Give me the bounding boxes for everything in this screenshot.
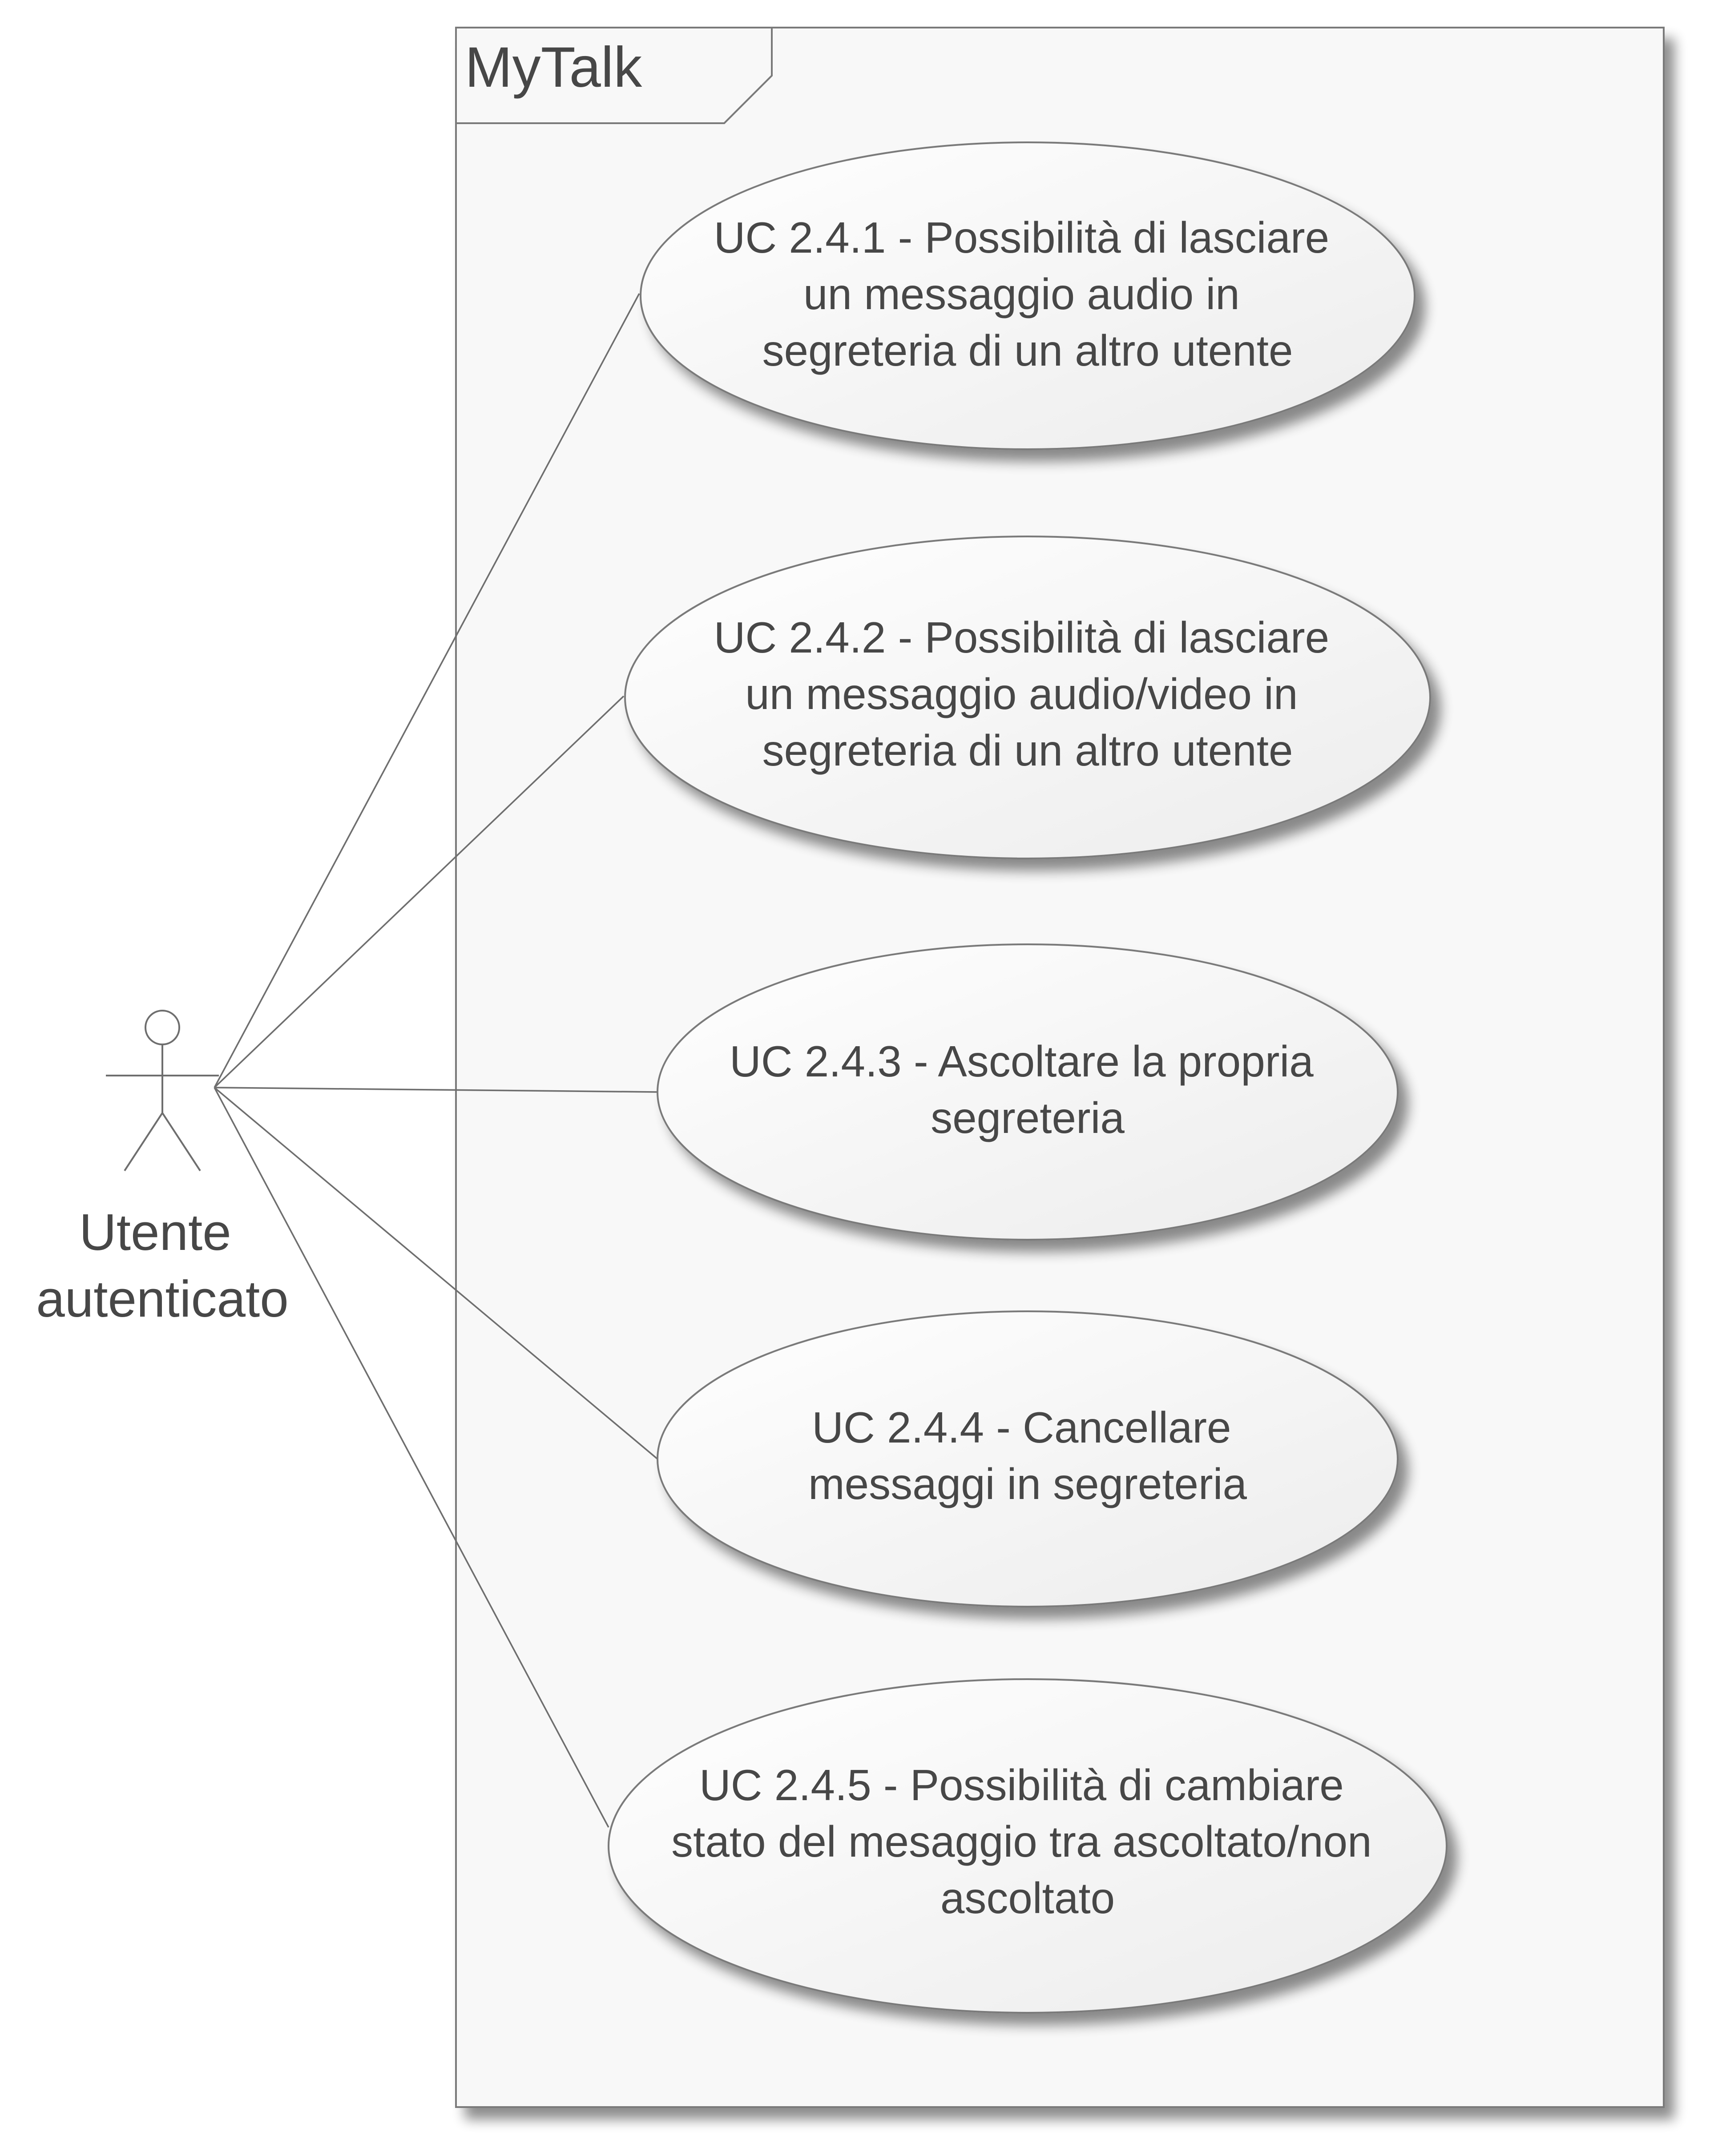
use-case-line: segreteria di un altro utente	[762, 326, 1293, 375]
actor-right-leg	[161, 1112, 201, 1172]
actor-left-leg	[124, 1112, 163, 1172]
association-line-5	[214, 1087, 609, 1828]
use-case-2-4-2[interactable]: UC 2.4.2 - Possibilità di lasciare un me…	[624, 536, 1431, 859]
use-case-2-4-1[interactable]: UC 2.4.1 - Possibilità di lasciare un me…	[640, 141, 1416, 450]
use-case-line: UC 2.4.3 - Ascoltare la propria	[730, 1037, 1314, 1086]
use-case-label: UC 2.4.1 - Possibilità di lasciare un me…	[714, 213, 1342, 375]
use-case-line: segreteria di un altro utente	[762, 726, 1293, 775]
use-case-line: UC 2.4.2 - Possibilità di lasciare	[714, 613, 1329, 662]
use-case-ellipse	[657, 1310, 1399, 1608]
use-case-ellipse	[608, 1678, 1448, 2014]
system-name: MyTalk	[465, 36, 642, 99]
use-case-line: un messaggio audio in	[803, 270, 1240, 318]
association-line-4	[214, 1087, 658, 1460]
actor-utente-autenticato	[106, 1010, 219, 1172]
use-case-line: segreteria	[931, 1093, 1125, 1142]
association-line-1	[214, 293, 640, 1088]
use-case-line: ascoltato	[940, 1874, 1115, 1922]
system-name-tab	[455, 27, 773, 124]
association-line-3	[214, 1087, 658, 1093]
association-line-2	[214, 695, 625, 1088]
actor-name-line: Utente	[79, 1203, 231, 1261]
use-case-ellipse	[624, 536, 1431, 859]
use-case-2-4-4[interactable]: UC 2.4.4 - Cancellare messaggi in segret…	[657, 1310, 1399, 1608]
use-case-2-4-3[interactable]: UC 2.4.3 - Ascoltare la propria segreter…	[657, 943, 1399, 1241]
use-case-2-4-5[interactable]: UC 2.4.5 - Possibilità di cambiare stato…	[608, 1678, 1448, 2014]
use-case-label: UC 2.4.2 - Possibilità di lasciare un me…	[714, 613, 1342, 775]
actor-name-line: autenticato	[36, 1270, 289, 1328]
use-case-label: UC 2.4.5 - Possibilità di cambiare stato…	[671, 1761, 1384, 1922]
use-case-line: UC 2.4.4 - Cancellare	[812, 1403, 1231, 1452]
use-case-line: un messaggio audio/video in	[745, 669, 1298, 718]
actor-head	[145, 1010, 180, 1045]
use-case-line: UC 2.4.1 - Possibilità di lasciare	[714, 213, 1329, 262]
use-case-line: UC 2.4.5 - Possibilità di cambiare	[699, 1761, 1344, 1809]
use-case-ellipse	[657, 943, 1399, 1241]
actor-name: Utente autenticato	[36, 1203, 289, 1328]
associations	[214, 293, 658, 1828]
use-case-line: messaggi in segreteria	[808, 1459, 1247, 1508]
use-case-line: stato del mesaggio tra ascoltato/non	[671, 1817, 1371, 1866]
use-case-label: UC 2.4.4 - Cancellare messaggi in segret…	[808, 1403, 1247, 1508]
use-case-ellipse	[640, 141, 1416, 450]
use-case-label: UC 2.4.3 - Ascoltare la propria segreter…	[730, 1037, 1326, 1142]
